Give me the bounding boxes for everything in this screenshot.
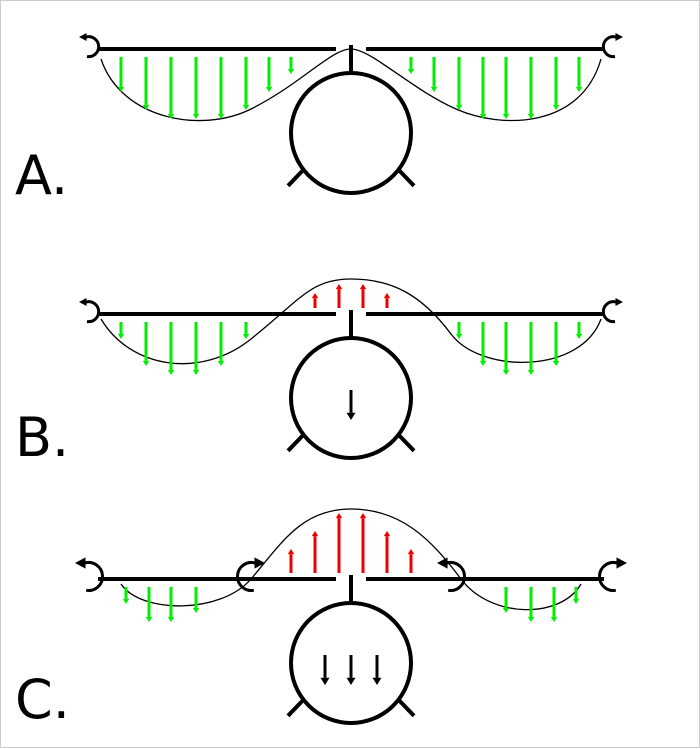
panel-b-left-tip-vortex-icon-head bbox=[79, 298, 87, 306]
panel-c-body-down-arrow-icon bbox=[320, 677, 330, 685]
panel-a-downwash-arrow-icon bbox=[527, 113, 535, 119]
panel-a-downwash-arrow-icon bbox=[265, 86, 273, 92]
panel-c-upwash-arrow-icon bbox=[311, 531, 319, 537]
panel-b-upwash-arrow-icon bbox=[383, 293, 391, 299]
panel-c-downwash-arrow-icon bbox=[527, 616, 535, 622]
panel-b-downwash-arrow-icon bbox=[455, 333, 463, 339]
panel-a-label: A. bbox=[15, 144, 69, 207]
panel-b-left-tip-vortex-icon bbox=[85, 300, 101, 324]
panel-a-left-tip-vortex-icon-head bbox=[79, 33, 87, 41]
panel-b-downwash-arrow-icon bbox=[192, 369, 200, 375]
panel-c-label: C. bbox=[15, 668, 70, 731]
panel-a-downwash-arrow-icon bbox=[430, 86, 438, 92]
panel-c-inner-right-vortex-icon-head bbox=[437, 557, 448, 569]
panel-b-fuselage-leg-left bbox=[286, 432, 306, 453]
panel-b-downwash-arrow-icon bbox=[527, 369, 535, 375]
panel-b-downwash-arrow-icon bbox=[217, 360, 225, 366]
panel-a-downwash-arrow-icon bbox=[287, 68, 295, 74]
panel-c-downwash-arrow-icon bbox=[572, 598, 580, 604]
panel-c-upwash-arrow-icon bbox=[407, 549, 415, 555]
panel-b-downwash-arrow-icon bbox=[242, 333, 250, 339]
panel-a-downwash-arrow-icon bbox=[217, 113, 225, 119]
panel-a-downwash-arrow-icon bbox=[455, 104, 463, 110]
panel-c-downwash-arrow-icon bbox=[167, 616, 175, 622]
panel-c-downwash-arrow-icon bbox=[550, 616, 558, 622]
panel-c-lift-curve bbox=[120, 508, 582, 611]
panel-b-downwash-arrow-icon bbox=[502, 369, 510, 375]
panel-a-downwash-arrow-icon bbox=[167, 113, 175, 119]
panel-a-downwash-arrow-icon bbox=[142, 104, 150, 110]
panel-c-left-tip-vortex-icon bbox=[84, 561, 105, 592]
panel-a-left-tip-vortex-icon bbox=[85, 35, 101, 59]
panel-a-downwash-arrow-icon bbox=[575, 86, 583, 92]
panel-b-upwash-arrow-icon bbox=[311, 293, 319, 299]
panel-b-body-down-arrow-icon bbox=[346, 412, 356, 420]
panel-a-downwash-arrow-icon bbox=[117, 86, 125, 92]
panel-c-inner-right-vortex-icon bbox=[446, 561, 467, 592]
panel-b-fuselage-leg-right bbox=[396, 432, 416, 453]
panel-a-downwash-arrow-icon bbox=[502, 113, 510, 119]
panel-a-fuselage-leg-right bbox=[396, 167, 416, 188]
panel-c-upwash-arrow-icon bbox=[383, 531, 391, 537]
panel-b-downwash-arrow-icon bbox=[117, 333, 125, 339]
panel-a-fuselage bbox=[289, 71, 413, 195]
panel-c-downwash-arrow-icon bbox=[192, 607, 200, 613]
panel-b-downwash-arrow-icon bbox=[167, 369, 175, 375]
panel-b-downwash-arrow-icon bbox=[552, 360, 560, 366]
panel-c-right-tip-vortex-icon bbox=[597, 561, 618, 592]
panel-b-upwash-arrow-icon bbox=[335, 284, 343, 290]
panel-c-inner-left-vortex-icon-head bbox=[254, 557, 265, 569]
panel-c-inner-left-vortex-icon bbox=[235, 561, 256, 592]
panel-b-downwash-arrow-icon bbox=[479, 360, 487, 366]
panel-c-downwash-arrow-icon bbox=[145, 616, 153, 622]
panel-b-right-tip-vortex-icon-head bbox=[615, 298, 623, 306]
panel-a-downwash-arrow-icon bbox=[479, 113, 487, 119]
panel-c-fuselage-leg-left bbox=[286, 697, 306, 718]
panel-b-downwash-arrow-icon bbox=[142, 360, 150, 366]
panel-c-left-tip-vortex-icon-head bbox=[75, 557, 86, 569]
panel-b-upwash-arrow-icon bbox=[359, 284, 367, 290]
panel-c-upwash-arrow-icon bbox=[359, 513, 367, 519]
panel-c-downwash-arrow-icon bbox=[502, 607, 510, 613]
panel-c-upwash-arrow-icon bbox=[287, 549, 295, 555]
panel-c-upwash-arrow-icon bbox=[335, 513, 343, 519]
panel-a-right-tip-vortex-icon bbox=[601, 35, 617, 59]
panel-b-downwash-arrow-icon bbox=[575, 333, 583, 339]
panel-c-body-down-arrow-icon bbox=[372, 677, 382, 685]
panel-a-downwash-arrow-icon bbox=[552, 104, 560, 110]
panel-a-downwash-arrow-icon bbox=[407, 68, 415, 74]
panel-c-fuselage-leg-right bbox=[396, 697, 416, 718]
panel-a-right-tip-vortex-icon-head bbox=[615, 33, 623, 41]
panel-a-downwash-arrow-icon bbox=[242, 104, 250, 110]
panel-c-body-down-arrow-icon bbox=[346, 677, 356, 685]
panel-a-downwash-arrow-icon bbox=[192, 113, 200, 119]
panel-c-downwash-arrow-icon bbox=[122, 598, 130, 604]
panel-a-fuselage-leg-left bbox=[286, 167, 306, 188]
panel-b-label: B. bbox=[15, 406, 70, 469]
panel-b-right-tip-vortex-icon bbox=[601, 300, 617, 324]
panel-c-right-tip-vortex-icon-head bbox=[616, 557, 627, 569]
